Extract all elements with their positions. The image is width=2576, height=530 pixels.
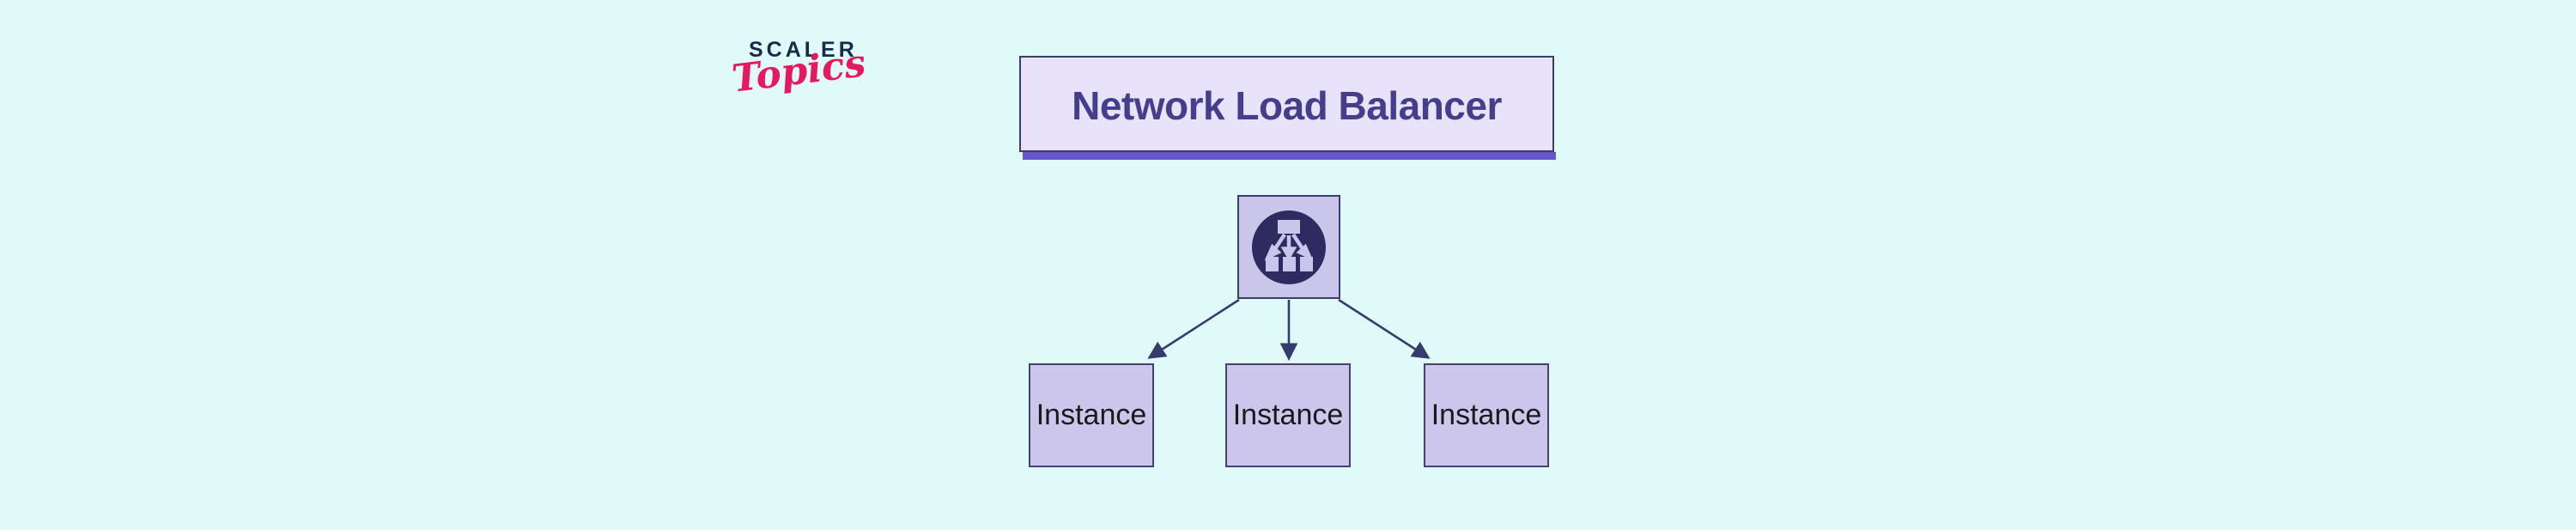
lb-to-instance-3-arrow bbox=[1338, 298, 1431, 359]
instance-node-2: Instance bbox=[1225, 363, 1351, 467]
diagram-title: Network Load Balancer bbox=[1072, 83, 1502, 128]
scaler-topics-logo: SCALER Topics bbox=[730, 38, 870, 101]
connector-arrows bbox=[1147, 298, 1431, 362]
instance-node-1: Instance bbox=[1029, 363, 1154, 467]
diagram-title-box: Network Load Balancer bbox=[1019, 56, 1556, 160]
load-balancer-node bbox=[1237, 195, 1340, 299]
instance-label: Instance bbox=[1431, 399, 1542, 431]
instance-node-3: Instance bbox=[1424, 363, 1549, 467]
instance-label: Instance bbox=[1036, 399, 1147, 431]
logo-brand-text: SCALER bbox=[749, 38, 858, 62]
load-balancer-icon bbox=[1252, 210, 1326, 284]
lb-to-instance-1-arrow bbox=[1147, 298, 1240, 359]
instance-label: Instance bbox=[1232, 399, 1344, 431]
